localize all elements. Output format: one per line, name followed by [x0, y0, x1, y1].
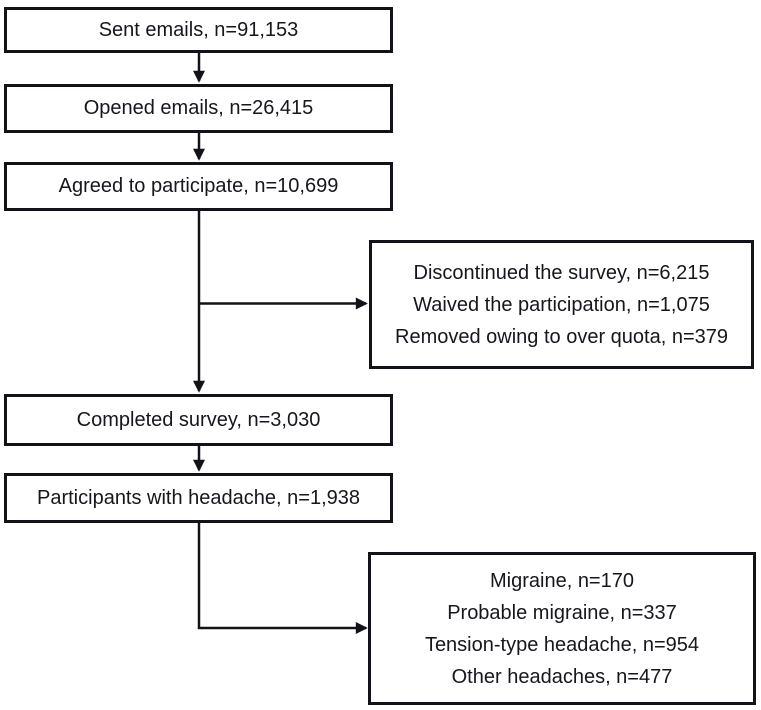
box-agreed-to-participate: Agreed to participate, n=10,699	[4, 162, 393, 211]
box-label: Participants with headache, n=1,938	[37, 486, 360, 509]
box-exclusions: Discontinued the survey, n=6,215 Waived …	[369, 240, 754, 369]
headache-type-line: Other headaches, n=477	[451, 665, 673, 688]
box-sent-emails: Sent emails, n=91,153	[4, 7, 393, 53]
arrow-headache-to-types	[197, 521, 368, 634]
headache-type-line: Migraine, n=170	[490, 569, 634, 592]
box-completed-survey: Completed survey, n=3,030	[4, 394, 393, 446]
box-label: Agreed to participate, n=10,699	[58, 175, 339, 197]
box-participants-with-headache: Participants with headache, n=1,938	[4, 473, 393, 523]
exclusion-line: Removed owing to over quota, n=379	[395, 325, 728, 348]
exclusion-line: Discontinued the survey, n=6,215	[413, 261, 710, 284]
exclusion-line: Waived the participation, n=1,075	[413, 293, 710, 316]
box-label: Sent emails, n=91,153	[98, 18, 299, 41]
box-headache-types: Migraine, n=170 Probable migraine, n=337…	[368, 552, 756, 705]
box-label: Completed survey, n=3,030	[76, 408, 321, 431]
headache-type-line: Probable migraine, n=337	[447, 601, 677, 624]
box-opened-emails: Opened emails, n=26,415	[4, 84, 393, 133]
box-label: Opened emails, n=26,415	[83, 97, 314, 119]
headache-type-line: Tension-type headache, n=954	[424, 633, 700, 656]
